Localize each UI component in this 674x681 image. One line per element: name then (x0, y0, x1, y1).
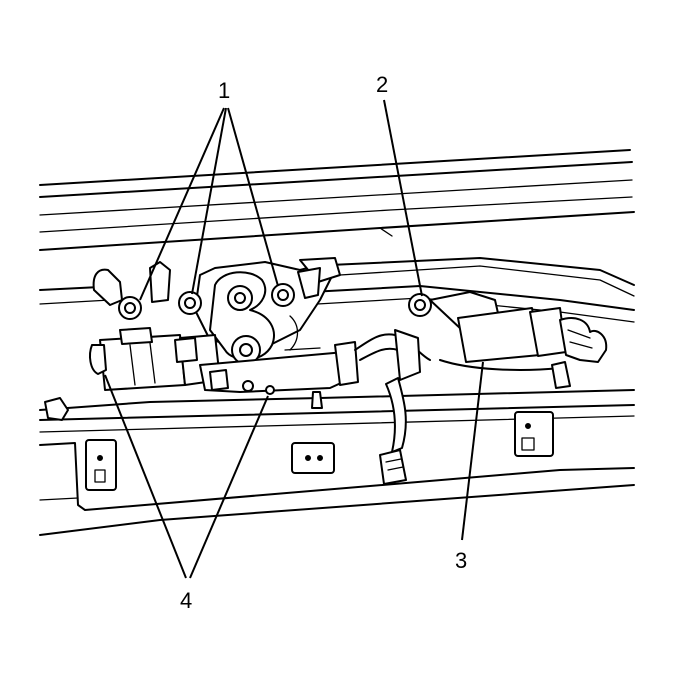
fasteners (118, 283, 432, 320)
body-panel (39, 149, 635, 536)
leader-lines (104, 99, 484, 579)
callout-4: 4 (180, 588, 192, 613)
control-module (429, 291, 608, 389)
wiring-harness (354, 329, 561, 485)
actuator-assembly (89, 257, 359, 395)
callout-1: 1 (218, 78, 230, 103)
callout-2: 2 (376, 72, 388, 97)
callout-labels: 1 2 3 4 (180, 72, 467, 613)
callout-3: 3 (455, 548, 467, 573)
